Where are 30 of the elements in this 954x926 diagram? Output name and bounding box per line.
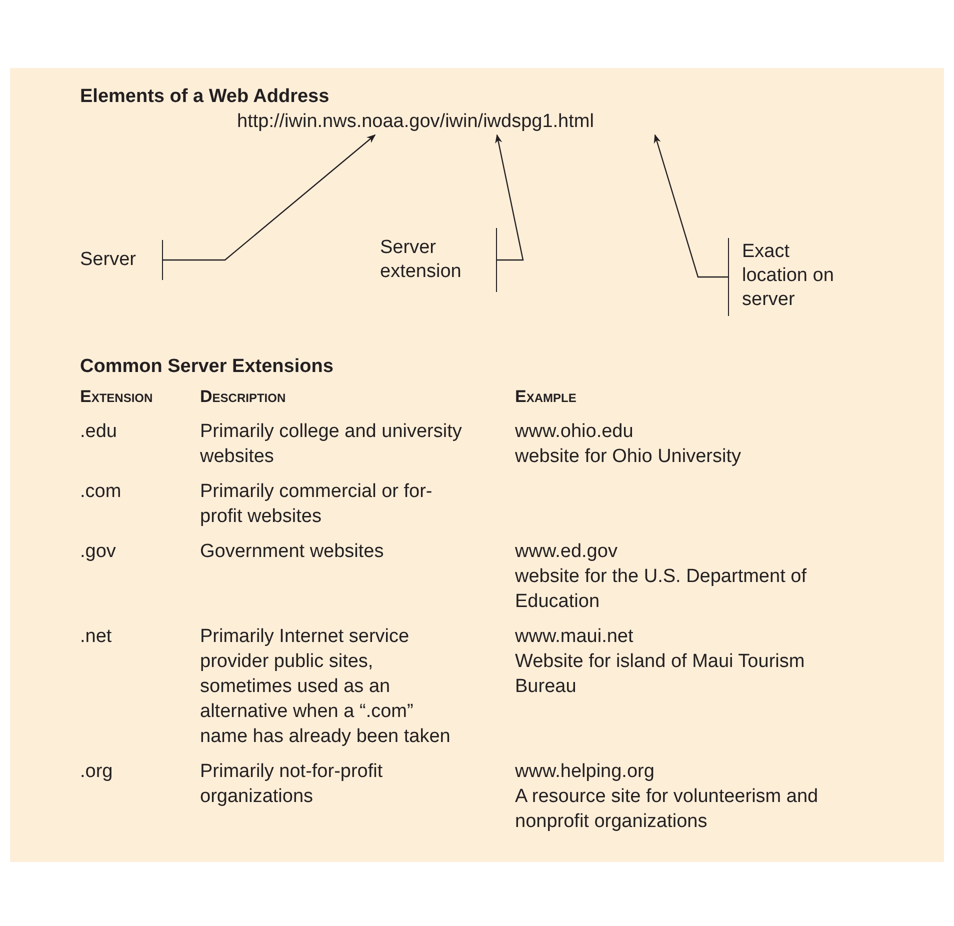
- table-text: Primarily not-for-profit organizations: [200, 760, 384, 809]
- section-heading: Elements of a Web Address: [80, 86, 330, 108]
- callout-label: Server: [80, 240, 163, 280]
- table-text: Government websites: [200, 540, 384, 564]
- table-text: website for the U.S. Department of Education: [515, 565, 808, 614]
- table-text: www.ohio.edu: [515, 420, 634, 444]
- table-text: Website for island of Maui Tourism Bureau: [515, 650, 806, 699]
- table-text: www.helping.org: [515, 760, 654, 784]
- table-text: Primarily Internet service provider public sites, sometimes used as an alternative when a “.com” name has already been taken: [200, 625, 452, 749]
- table-text: A resource site for volunteerism and nonprofit organizations: [515, 785, 820, 834]
- table-text: .net: [80, 625, 112, 649]
- web-address: http://iwin.nws.noaa.gov/iwin/iwdspg1.html: [237, 110, 594, 134]
- section-heading: Common Server Extensions: [80, 356, 334, 378]
- table-text: website for Ohio University: [515, 445, 741, 469]
- table-text: Primarily college and university websites: [200, 420, 462, 469]
- table-text: .com: [80, 480, 122, 504]
- column-header: Extension: [80, 386, 153, 408]
- leader-line: [495, 134, 524, 261]
- table-text: www.maui.net: [515, 625, 634, 649]
- table-text: .gov: [80, 540, 116, 564]
- table-text: .org: [80, 760, 113, 784]
- table-text: .edu: [80, 420, 117, 444]
- table-text: Primarily commercial or for-profit websites: [200, 480, 434, 529]
- table-text: www.ed.gov: [515, 540, 618, 564]
- callout-label: Exact location on server: [728, 238, 854, 316]
- leader-line: [163, 134, 376, 261]
- column-header: Example: [515, 386, 576, 408]
- callout-label: Server extension: [380, 228, 497, 292]
- leader-line: [654, 134, 728, 278]
- column-header: Description: [200, 386, 286, 408]
